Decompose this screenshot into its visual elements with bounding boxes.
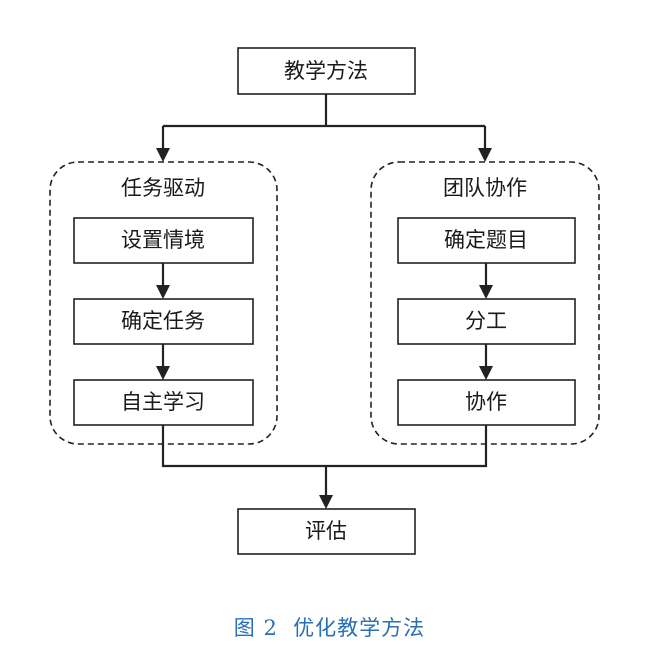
root-box: 教学方法 <box>237 47 416 95</box>
right-step-1-to-2-arrow <box>479 285 493 299</box>
right-step-3-box: 协作 <box>397 379 576 426</box>
left-step-2-to-3-arrow <box>156 366 170 380</box>
right-step-3-label: 协作 <box>465 390 507 414</box>
root-to-branch-line <box>161 94 487 150</box>
right-group-title: 团队协作 <box>443 176 527 200</box>
right-step-1-label: 确定题目 <box>444 228 528 252</box>
result-box: 评估 <box>237 508 416 555</box>
arrow-to-left-group <box>156 148 170 162</box>
figure-caption: 图 2 优化教学方法 <box>233 616 426 640</box>
right-step-2-box: 分工 <box>397 298 576 345</box>
left-step-3-box: 自主学习 <box>73 379 254 426</box>
merge-line <box>161 425 488 497</box>
left-step-1-box: 设置情境 <box>73 217 254 264</box>
left-step-1-label: 设置情境 <box>121 228 205 252</box>
root-label: 教学方法 <box>284 59 368 83</box>
left-step-2-label: 确定任务 <box>121 309 205 333</box>
left-step-3-label: 自主学习 <box>121 390 205 414</box>
result-label: 评估 <box>305 519 347 543</box>
right-step-2-label: 分工 <box>465 309 507 333</box>
right-step-1-box: 确定题目 <box>397 217 576 264</box>
left-step-1-to-2-arrow <box>156 285 170 299</box>
left-step-2-box: 确定任务 <box>73 298 254 345</box>
arrow-to-right-group <box>478 148 492 162</box>
left-group-title: 任务驱动 <box>121 176 205 200</box>
arrow-to-result <box>319 495 333 509</box>
right-step-2-to-3-arrow <box>479 366 493 380</box>
